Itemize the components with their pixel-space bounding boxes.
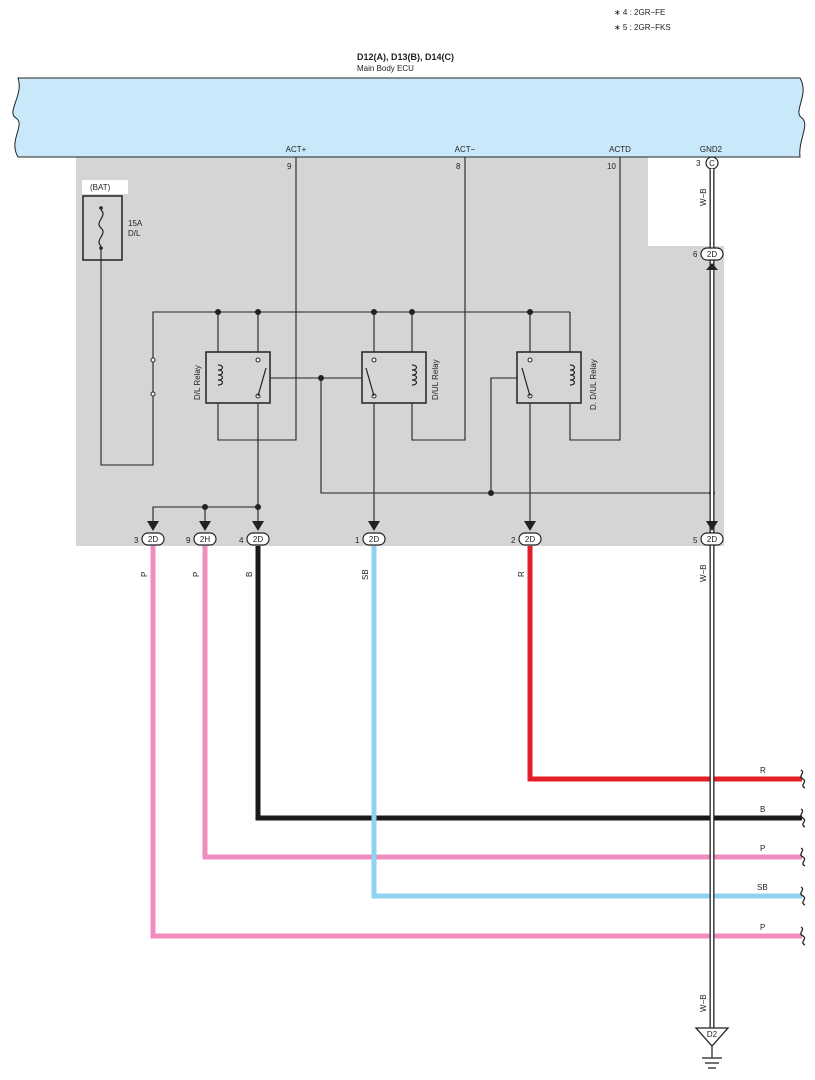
svg-text:2D: 2D: [525, 535, 535, 544]
output-label-p-1: P: [760, 844, 765, 853]
switch-icon: [257, 367, 267, 397]
fuse-icon: [98, 209, 104, 247]
wire-label-wb: W−B: [699, 564, 708, 582]
pin-number-10: 10: [607, 162, 616, 171]
wire-label-r: R: [517, 571, 526, 577]
pin-label-actd: ACTD: [609, 145, 631, 154]
bat-label-box: [82, 180, 128, 194]
pin-number-3: 3: [696, 159, 701, 168]
wire-r: [527, 546, 802, 782]
ground-symbol: D2: [694, 1027, 730, 1069]
output-label-p-2: P: [760, 923, 765, 932]
bat-label: (BAT): [90, 183, 111, 192]
junction-pin-1: 1: [355, 536, 360, 545]
wire-b: [255, 546, 802, 821]
ecu-name: Main Body ECU: [357, 64, 414, 73]
junction-6-pin: 6: [693, 250, 698, 259]
fuse-name: D/L: [128, 229, 141, 238]
gnd2-connector: C: [705, 156, 719, 170]
relay-dl-label: D/L Relay: [193, 365, 202, 400]
wire-p-1: [150, 546, 802, 939]
ecu-connectors: D12(A), D13(B), D14(C): [357, 52, 454, 62]
wire-label-b: B: [245, 572, 254, 577]
coil-icon: [217, 364, 224, 386]
switch-icon: [521, 367, 531, 397]
internal-wiring: [100, 157, 712, 525]
svg-text:2D: 2D: [707, 250, 717, 259]
junction-pin-5: 5: [693, 536, 698, 545]
fuse-rating: 15A: [128, 219, 143, 228]
bottom-connectors: 2D 2H 2D 2D 2D 2D: [141, 521, 724, 546]
svg-text:C: C: [709, 159, 715, 168]
svg-text:2H: 2H: [200, 535, 210, 544]
relay-dul: D/UL Relay: [361, 351, 440, 404]
svg-text:2D: 2D: [253, 535, 263, 544]
output-label-sb: SB: [757, 883, 768, 892]
junction-6-connector: 2D: [700, 247, 724, 270]
wire-sb: [371, 546, 802, 899]
wire-label-p-1: P: [140, 572, 149, 577]
junction-pin-4: 4: [239, 536, 244, 545]
pin-number-9: 9: [287, 162, 292, 171]
wire-label-p-2: P: [192, 572, 201, 577]
output-label-r: R: [760, 766, 766, 775]
pin-number-8: 8: [456, 162, 461, 171]
coil-icon: [569, 364, 576, 386]
junction-pin-9: 9: [186, 536, 191, 545]
note-2: ∗ 5 : 2GR−FKS: [614, 23, 671, 32]
ecu-box: [12, 77, 806, 158]
coil-icon: [411, 364, 418, 386]
switch-icon: [365, 367, 375, 397]
relay-dul-label: D/UL Relay: [431, 359, 440, 400]
svg-text:2D: 2D: [148, 535, 158, 544]
wire-label-sb: SB: [361, 569, 370, 580]
relay-d-dul: D. D/UL Relay: [516, 351, 598, 410]
wire-p-2: [202, 546, 802, 860]
ground-wire-label: W−B: [699, 994, 708, 1012]
ground-label: D2: [707, 1030, 718, 1039]
junction-pin-2: 2: [511, 536, 516, 545]
fuse-box: [82, 195, 123, 261]
output-label-b: B: [760, 805, 765, 814]
wire-wb-top-label: W−B: [699, 188, 708, 206]
svg-text:2D: 2D: [369, 535, 379, 544]
pin-label-act-minus: ACT−: [455, 145, 476, 154]
relay-dl: D/L Relay: [193, 351, 271, 404]
svg-text:2D: 2D: [707, 535, 717, 544]
junction-pin-3: 3: [134, 536, 139, 545]
pin-label-gnd2: GND2: [700, 145, 723, 154]
note-1: ∗ 4 : 2GR−FE: [614, 8, 665, 17]
pin-label-act-plus: ACT+: [286, 145, 307, 154]
wire-break-marks: [800, 769, 806, 946]
relay-d-dul-label: D. D/UL Relay: [589, 359, 598, 410]
